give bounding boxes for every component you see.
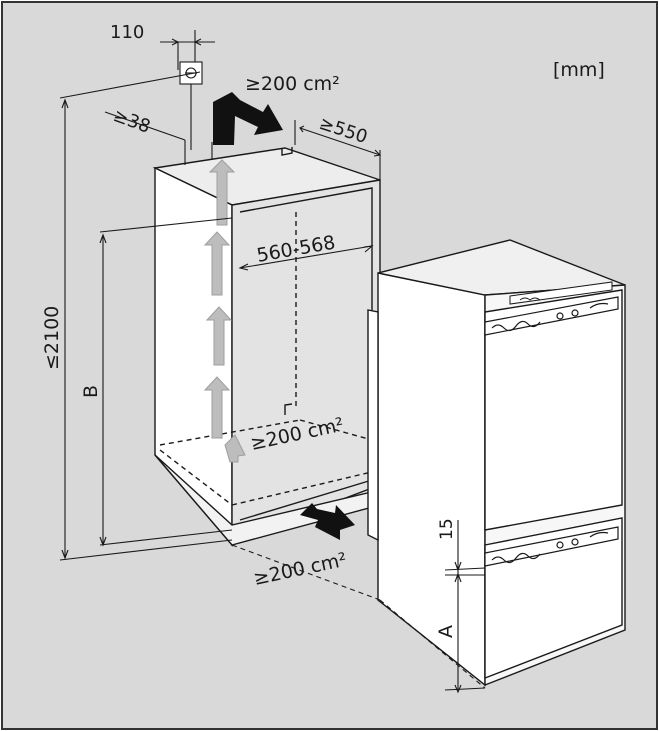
dim-15-label: 15 [437,518,457,540]
bottom-intake-arrow [300,503,355,540]
top-exhaust-arrow [213,92,283,145]
dim-a-label: A [435,625,457,638]
dimension-lines [59,30,486,694]
vent-ghost-arrows [203,159,246,463]
dim-110-label: 110 [110,22,144,43]
lower-control-strip [484,526,619,567]
vent-top-label: ≥200 cm² [245,73,340,95]
niche-cabinet [152,147,381,547]
dim-2100-label: ≤2100 [41,306,63,370]
top-vent-strip [509,281,613,305]
dim-b-label: B [80,385,102,398]
unit-label: [mm] [553,59,605,81]
upper-control-strip [484,296,619,336]
